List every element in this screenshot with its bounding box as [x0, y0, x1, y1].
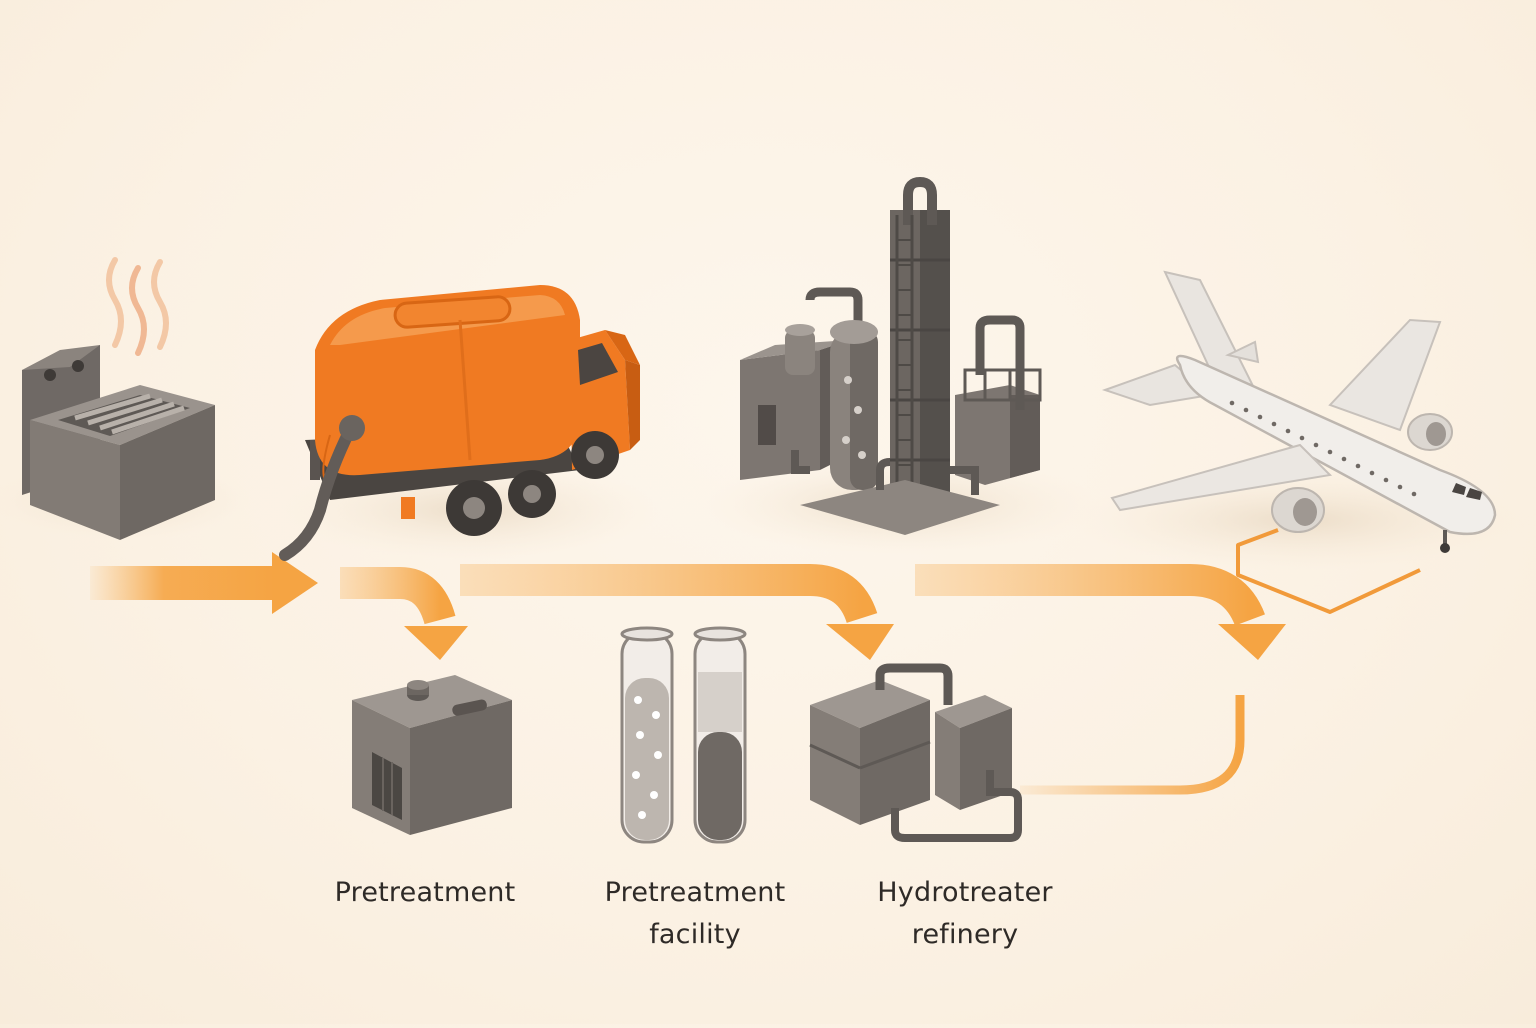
refinery-icon — [740, 176, 1042, 535]
label-pretreatment-facility: Pretreatment facility — [590, 872, 800, 956]
fuel-line-to-plane — [1236, 528, 1421, 614]
flow-arrows — [90, 528, 1421, 795]
airplane-icon — [1101, 270, 1497, 553]
pretreatment-unit-icon — [352, 675, 512, 835]
flow-arrow-4 — [915, 564, 1286, 660]
label-pretreatment-text: Pretreatment — [334, 877, 516, 908]
sample-tubes-icon — [620, 626, 747, 844]
label-pretreatment: Pretreatment — [320, 872, 530, 914]
flow-arrow-3 — [460, 564, 894, 660]
label-hydro-line2: refinery — [911, 919, 1019, 950]
flow-arrow-1 — [90, 552, 318, 614]
airplane-windows — [1229, 400, 1417, 497]
fryer-icon — [22, 257, 215, 540]
hydrotreater-unit-icon — [809, 663, 1022, 842]
label-hydro-line1: Hydrotreater — [877, 877, 1053, 908]
label-hydrotreater-refinery: Hydrotreater refinery — [860, 872, 1070, 956]
label-facility-line2: facility — [649, 919, 741, 950]
label-facility-line1: Pretreatment — [604, 877, 786, 908]
return-flow-line — [1020, 695, 1245, 795]
flow-arrow-2 — [340, 567, 468, 660]
tanker-truck-icon — [279, 285, 640, 561]
